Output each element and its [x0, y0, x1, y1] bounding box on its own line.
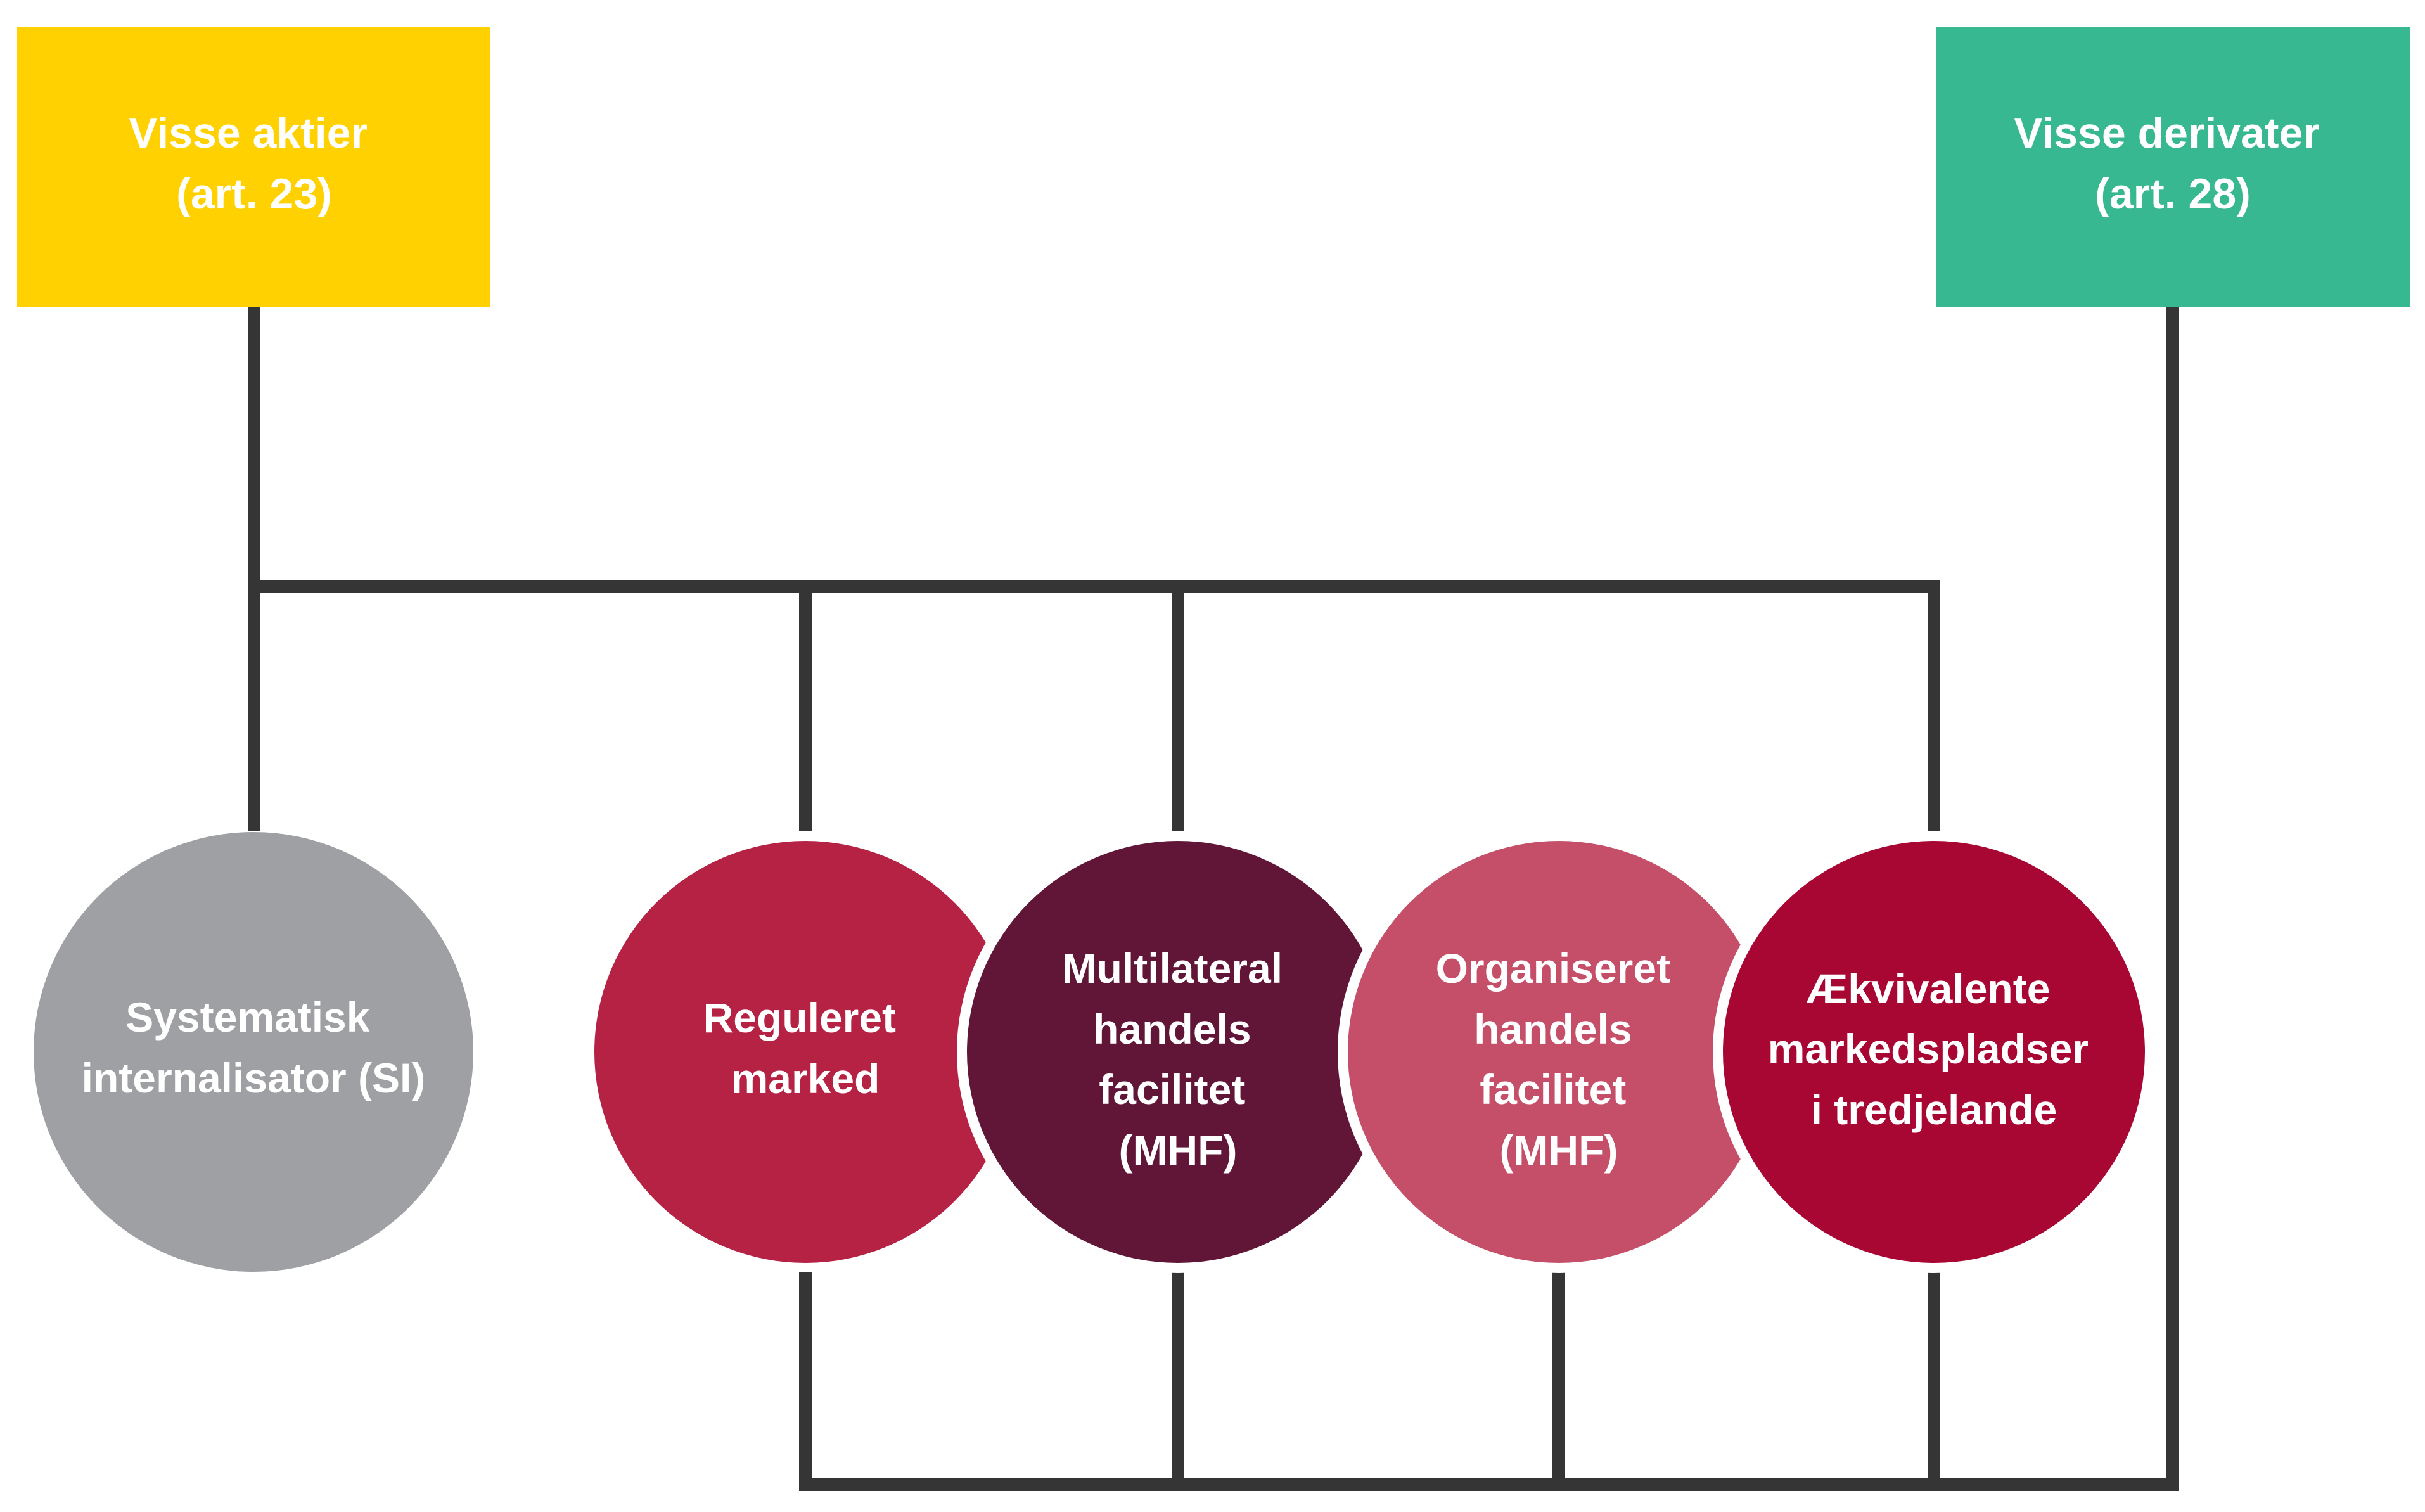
venue-reguleret-line-1: Reguleret	[703, 994, 896, 1041]
venue-si: Systematisk internalisator (SI)	[34, 832, 473, 1272]
venue-tredjelande-circle	[1723, 841, 2145, 1263]
venue-tredjelande-line-2: markedspladser	[1768, 1025, 2089, 1072]
venue-mhf-multilateral: Multilateral handels facilitet (MHF)	[957, 831, 1399, 1273]
venue-mhf-organiseret-circle	[1348, 841, 1770, 1263]
source-box-derivater: Visse derivater (art. 28)	[1936, 27, 2410, 307]
venue-mhf-multilateral-line-4: (MHF)	[1119, 1127, 1238, 1174]
venue-mhf-multilateral-line-1: Multilateral	[1062, 945, 1283, 992]
svg-text:Multilateral handels: Multilateral handels facilitet (MHF)	[1062, 945, 1295, 1174]
source-box-derivater-line-2: (art. 28)	[2095, 170, 2251, 218]
venue-reguleret-line-2: marked	[731, 1055, 880, 1102]
venue-mhf-organiseret: Organiseret handels facilitet (MHF)	[1338, 831, 1780, 1273]
venue-mhf-organiseret-line-4: (MHF)	[1500, 1127, 1618, 1174]
svg-text:Reguleret marked: Reguleret marked	[703, 994, 908, 1102]
venue-mhf-multilateral-line-2: handels	[1093, 1006, 1251, 1053]
venue-si-circle	[34, 832, 473, 1272]
venue-mhf-organiseret-line-3: facilitet	[1480, 1066, 1626, 1113]
svg-text:Organiseret handels: Organiseret handels facilitet (MHF)	[1436, 945, 1682, 1174]
venue-mhf-organiseret-line-2: handels	[1474, 1006, 1632, 1053]
connectors	[248, 307, 2179, 1491]
venue-reguleret: Reguleret marked	[594, 841, 1016, 1263]
svg-text:Visse derivater (art. 28: Visse derivater (art. 28)	[2014, 109, 2332, 218]
venue-tredjelande: Ækvivalente markedspladser i tredjelande	[1713, 831, 2155, 1273]
source-box-aktier-line-2: (art. 23)	[176, 170, 332, 218]
venue-mhf-multilateral-line-3: facilitet	[1099, 1066, 1245, 1113]
source-box-derivater-line-1: Visse derivater	[2014, 109, 2320, 157]
source-box-aktier-line-1: Visse aktier	[129, 109, 368, 157]
source-box-aktier: Visse aktier (art. 23)	[17, 27, 490, 307]
venue-si-line-2: internalisator (SI)	[82, 1054, 426, 1101]
venue-mhf-multilateral-circle	[967, 841, 1389, 1263]
venue-reguleret-circle	[594, 841, 1016, 1263]
venue-si-line-1: Systematisk	[125, 994, 370, 1041]
svg-text:Systematisk internalisat: Systematisk internalisator (SI)	[82, 994, 426, 1101]
svg-text:Ækvivalente markedsplads: Ækvivalente markedspladser i tredjelande	[1768, 965, 2101, 1133]
venue-tredjelande-line-3: i tredjelande	[1811, 1086, 2057, 1133]
source-box-derivater-fill	[1936, 27, 2410, 307]
venue-mhf-organiseret-line-1: Organiseret	[1436, 945, 1670, 992]
venue-tredjelande-line-1: Ækvivalente	[1806, 965, 2050, 1012]
source-box-aktier-fill	[17, 27, 490, 307]
svg-text:Visse aktier (art. 23): Visse aktier (art. 23)	[129, 109, 380, 218]
